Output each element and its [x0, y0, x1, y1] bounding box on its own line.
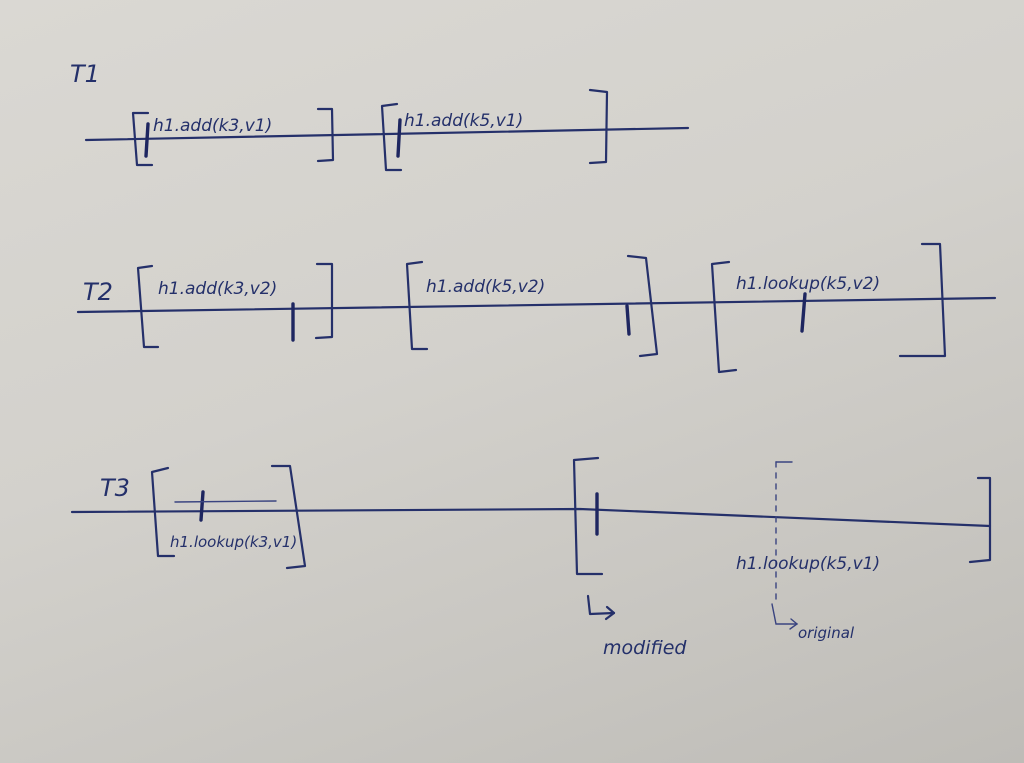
arrow-icon [586, 594, 616, 616]
annotation-original: original [771, 603, 855, 642]
annotation-label: modified [603, 637, 687, 659]
open-bracket [131, 111, 154, 167]
thread-label: T3 [100, 474, 130, 502]
thread-label: T1 [70, 60, 100, 88]
overlap-stroke [174, 500, 277, 503]
arrow-head-icon [789, 618, 799, 630]
operation-label: h1.lookup(k3,v1) [170, 533, 297, 551]
operation-bracket: h1.add(k3,v2) [136, 262, 334, 349]
operation-label: h1.add(k5,v2) [426, 277, 545, 297]
close-bracket [316, 107, 335, 163]
timeline [76, 296, 997, 314]
arrow-head-icon [604, 605, 616, 621]
timeline [84, 126, 690, 142]
thread-label: T2 [83, 278, 113, 306]
open-bracket [405, 260, 429, 351]
close-bracket [626, 254, 659, 358]
linearization-point [396, 118, 402, 158]
open-bracket [150, 466, 176, 558]
operation-bracket: h1.lookup(k3,v1) [150, 464, 307, 570]
operation-label: h1.add(k3,v1) [153, 116, 272, 136]
operation-label: h1.add(k3,v2) [158, 279, 277, 299]
linearization-point [800, 292, 807, 333]
thread-t2: T2 h1.add(k3,v2) h1.add(k5,v2) h1.lookup… [76, 242, 997, 374]
close-bracket [270, 464, 307, 570]
operation-bracket: h1.add(k5,v2) [405, 254, 659, 358]
open-bracket [710, 260, 738, 374]
annotation-label: original [798, 624, 855, 642]
operation-label: h1.lookup(k5,v1) [736, 554, 880, 574]
close-bracket [588, 88, 609, 165]
linearization-point [625, 304, 631, 336]
linearization-point [199, 490, 205, 522]
operation-bracket: h1.lookup(k5,v2) [710, 242, 947, 374]
linearization-point [144, 122, 150, 158]
close-bracket [968, 476, 992, 564]
operation-bracket: h1.add(k5,v1) [380, 88, 609, 172]
arrow-icon [771, 603, 798, 625]
operation-bracket: h1.lookup(k5,v1) [572, 456, 992, 603]
close-bracket [898, 242, 947, 358]
thread-t3: T3 h1.lookup(k3,v1) h1.lookup(k5,v1) mod… [70, 456, 992, 659]
open-bracket [380, 102, 403, 172]
close-bracket [314, 262, 334, 340]
annotation-modified: modified [586, 594, 687, 659]
operation-label: h1.add(k5,v1) [404, 111, 523, 131]
open-bracket [136, 264, 160, 349]
timeline [70, 507, 992, 528]
open-bracket-modified [572, 456, 604, 576]
operation-label: h1.lookup(k5,v2) [736, 274, 880, 294]
operation-bracket: h1.add(k3,v1) [131, 107, 335, 167]
thread-t1: T1 h1.add(k3,v1) h1.add(k5,v1) [70, 60, 690, 172]
